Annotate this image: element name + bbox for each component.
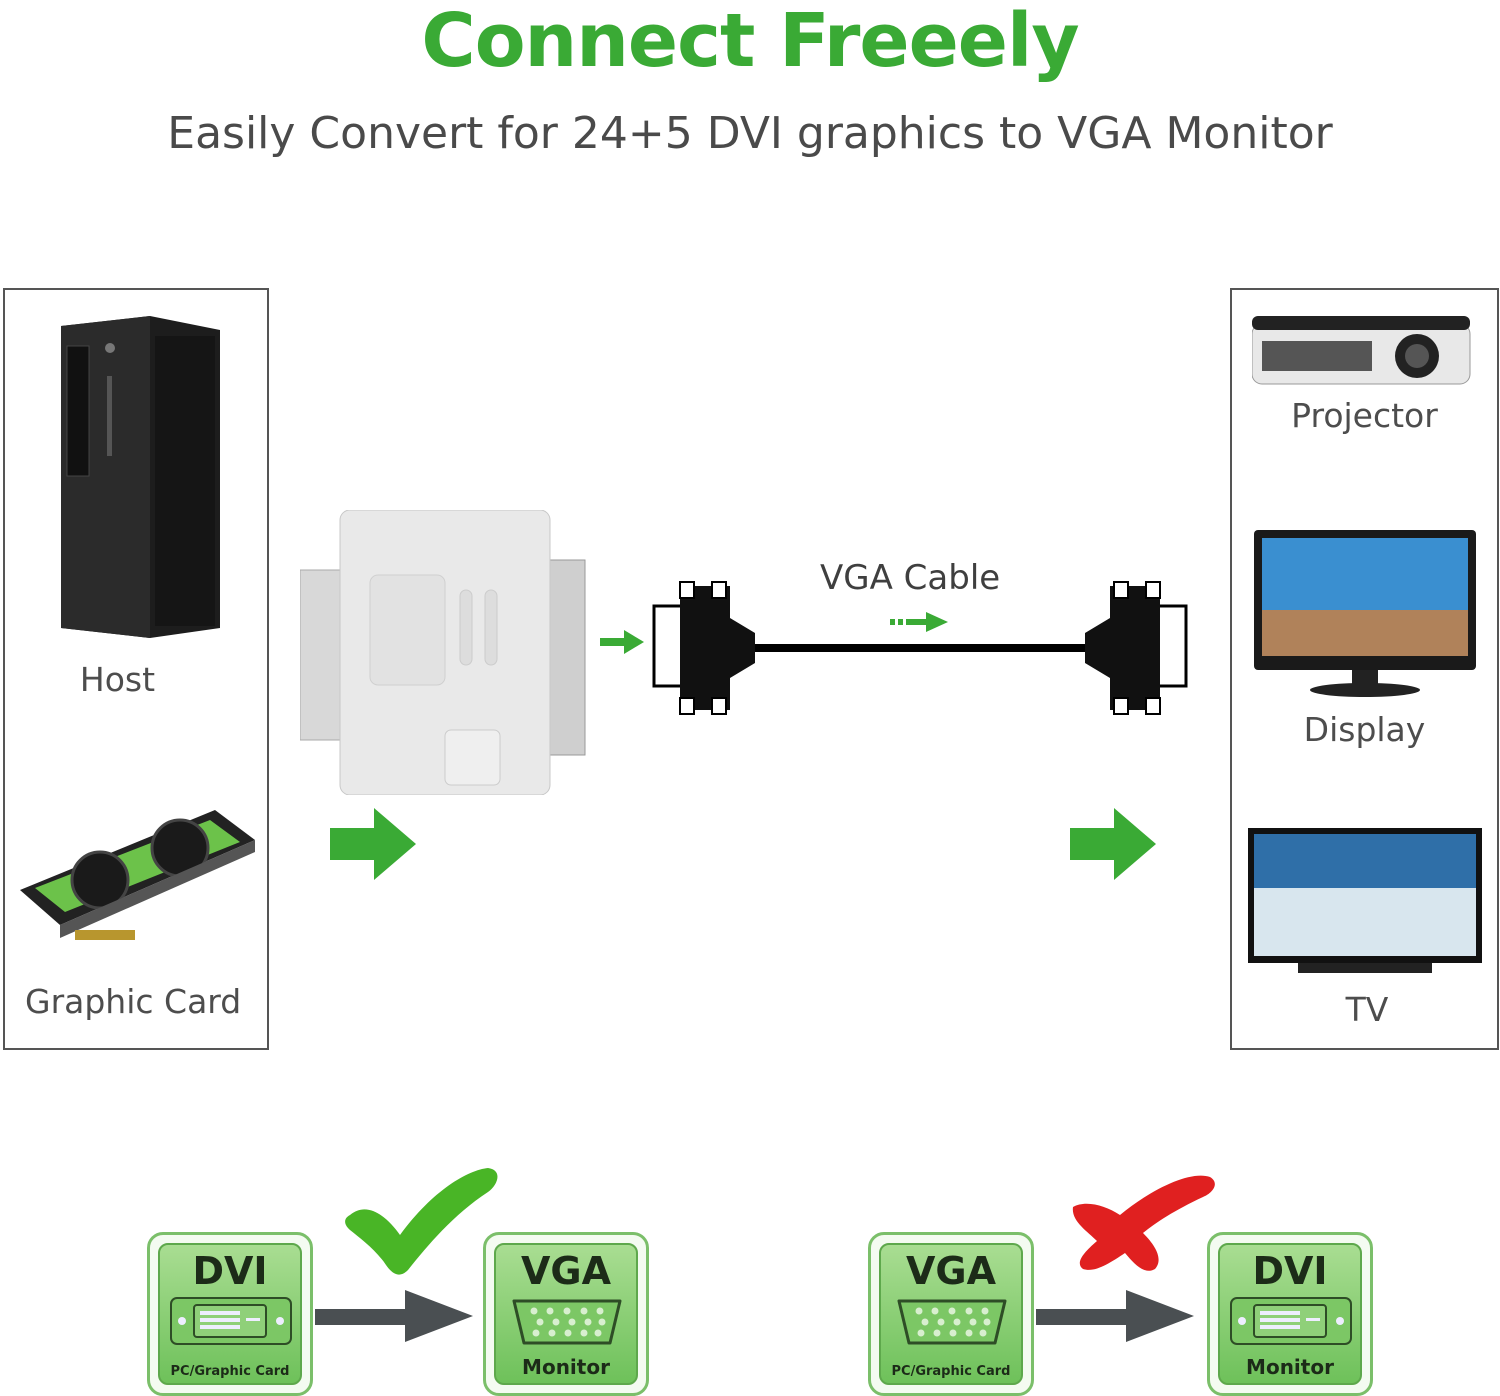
- tv-icon: [1248, 828, 1482, 973]
- compat-card-dvi-target: DVI Monitor: [1207, 1232, 1373, 1396]
- dvi-port-icon: [1230, 1297, 1352, 1345]
- source-label-graphic-card: Graphic Card: [25, 982, 242, 1021]
- dvi-port-icon: [170, 1297, 292, 1345]
- flow-arrow-icon: [330, 808, 416, 880]
- card-subtitle: PC/Graphic Card: [891, 1364, 1011, 1379]
- projector-icon: [1252, 316, 1471, 385]
- target-devices-panel: Projector Display TV: [1230, 288, 1499, 1050]
- cross-icon: [1072, 1175, 1215, 1271]
- graphics-card-icon: [20, 810, 255, 940]
- target-label-projector: Projector: [1291, 396, 1438, 435]
- vga-cable-icon: [652, 581, 1188, 715]
- target-label-tv: TV: [1345, 990, 1389, 1029]
- card-subtitle: PC/Graphic Card: [170, 1364, 290, 1379]
- source-label-host: Host: [79, 660, 156, 699]
- compat-card-vga-source: VGA PC/Graphic Card: [868, 1232, 1034, 1396]
- desktop-tower-icon: [61, 316, 220, 638]
- vga-port-icon: [512, 1299, 622, 1345]
- source-devices-panel: Host Graphic Card: [3, 288, 269, 1050]
- card-title: VGA: [905, 1249, 996, 1293]
- card-title: DVI: [1252, 1249, 1328, 1293]
- cable-label: VGA Cable: [820, 558, 1001, 598]
- target-label-display: Display: [1303, 710, 1426, 749]
- page-title: Connect Freeely: [421, 0, 1079, 84]
- card-title: DVI: [192, 1249, 268, 1293]
- flow-arrow-icon: [1070, 808, 1156, 880]
- cable-direction-arrow-icon: [890, 612, 948, 632]
- vga-port-icon: [897, 1299, 1007, 1345]
- page-subtitle: Easily Convert for 24+5 DVI graphics to …: [167, 108, 1333, 159]
- card-title: VGA: [520, 1249, 611, 1293]
- dvi-to-vga-adapter-icon: [300, 510, 586, 795]
- monitor-icon: [1254, 530, 1476, 697]
- direction-arrow-icon: [315, 1290, 473, 1342]
- checkmark-icon: [345, 1168, 498, 1275]
- small-arrow-icon: [600, 630, 644, 654]
- direction-arrow-icon: [1036, 1290, 1194, 1342]
- card-subtitle: Monitor: [522, 1355, 610, 1379]
- card-subtitle: Monitor: [1246, 1355, 1334, 1379]
- compat-card-dvi-source: DVI PC/Graphic Card: [147, 1232, 313, 1396]
- compat-card-vga-target: VGA Monitor: [483, 1232, 649, 1396]
